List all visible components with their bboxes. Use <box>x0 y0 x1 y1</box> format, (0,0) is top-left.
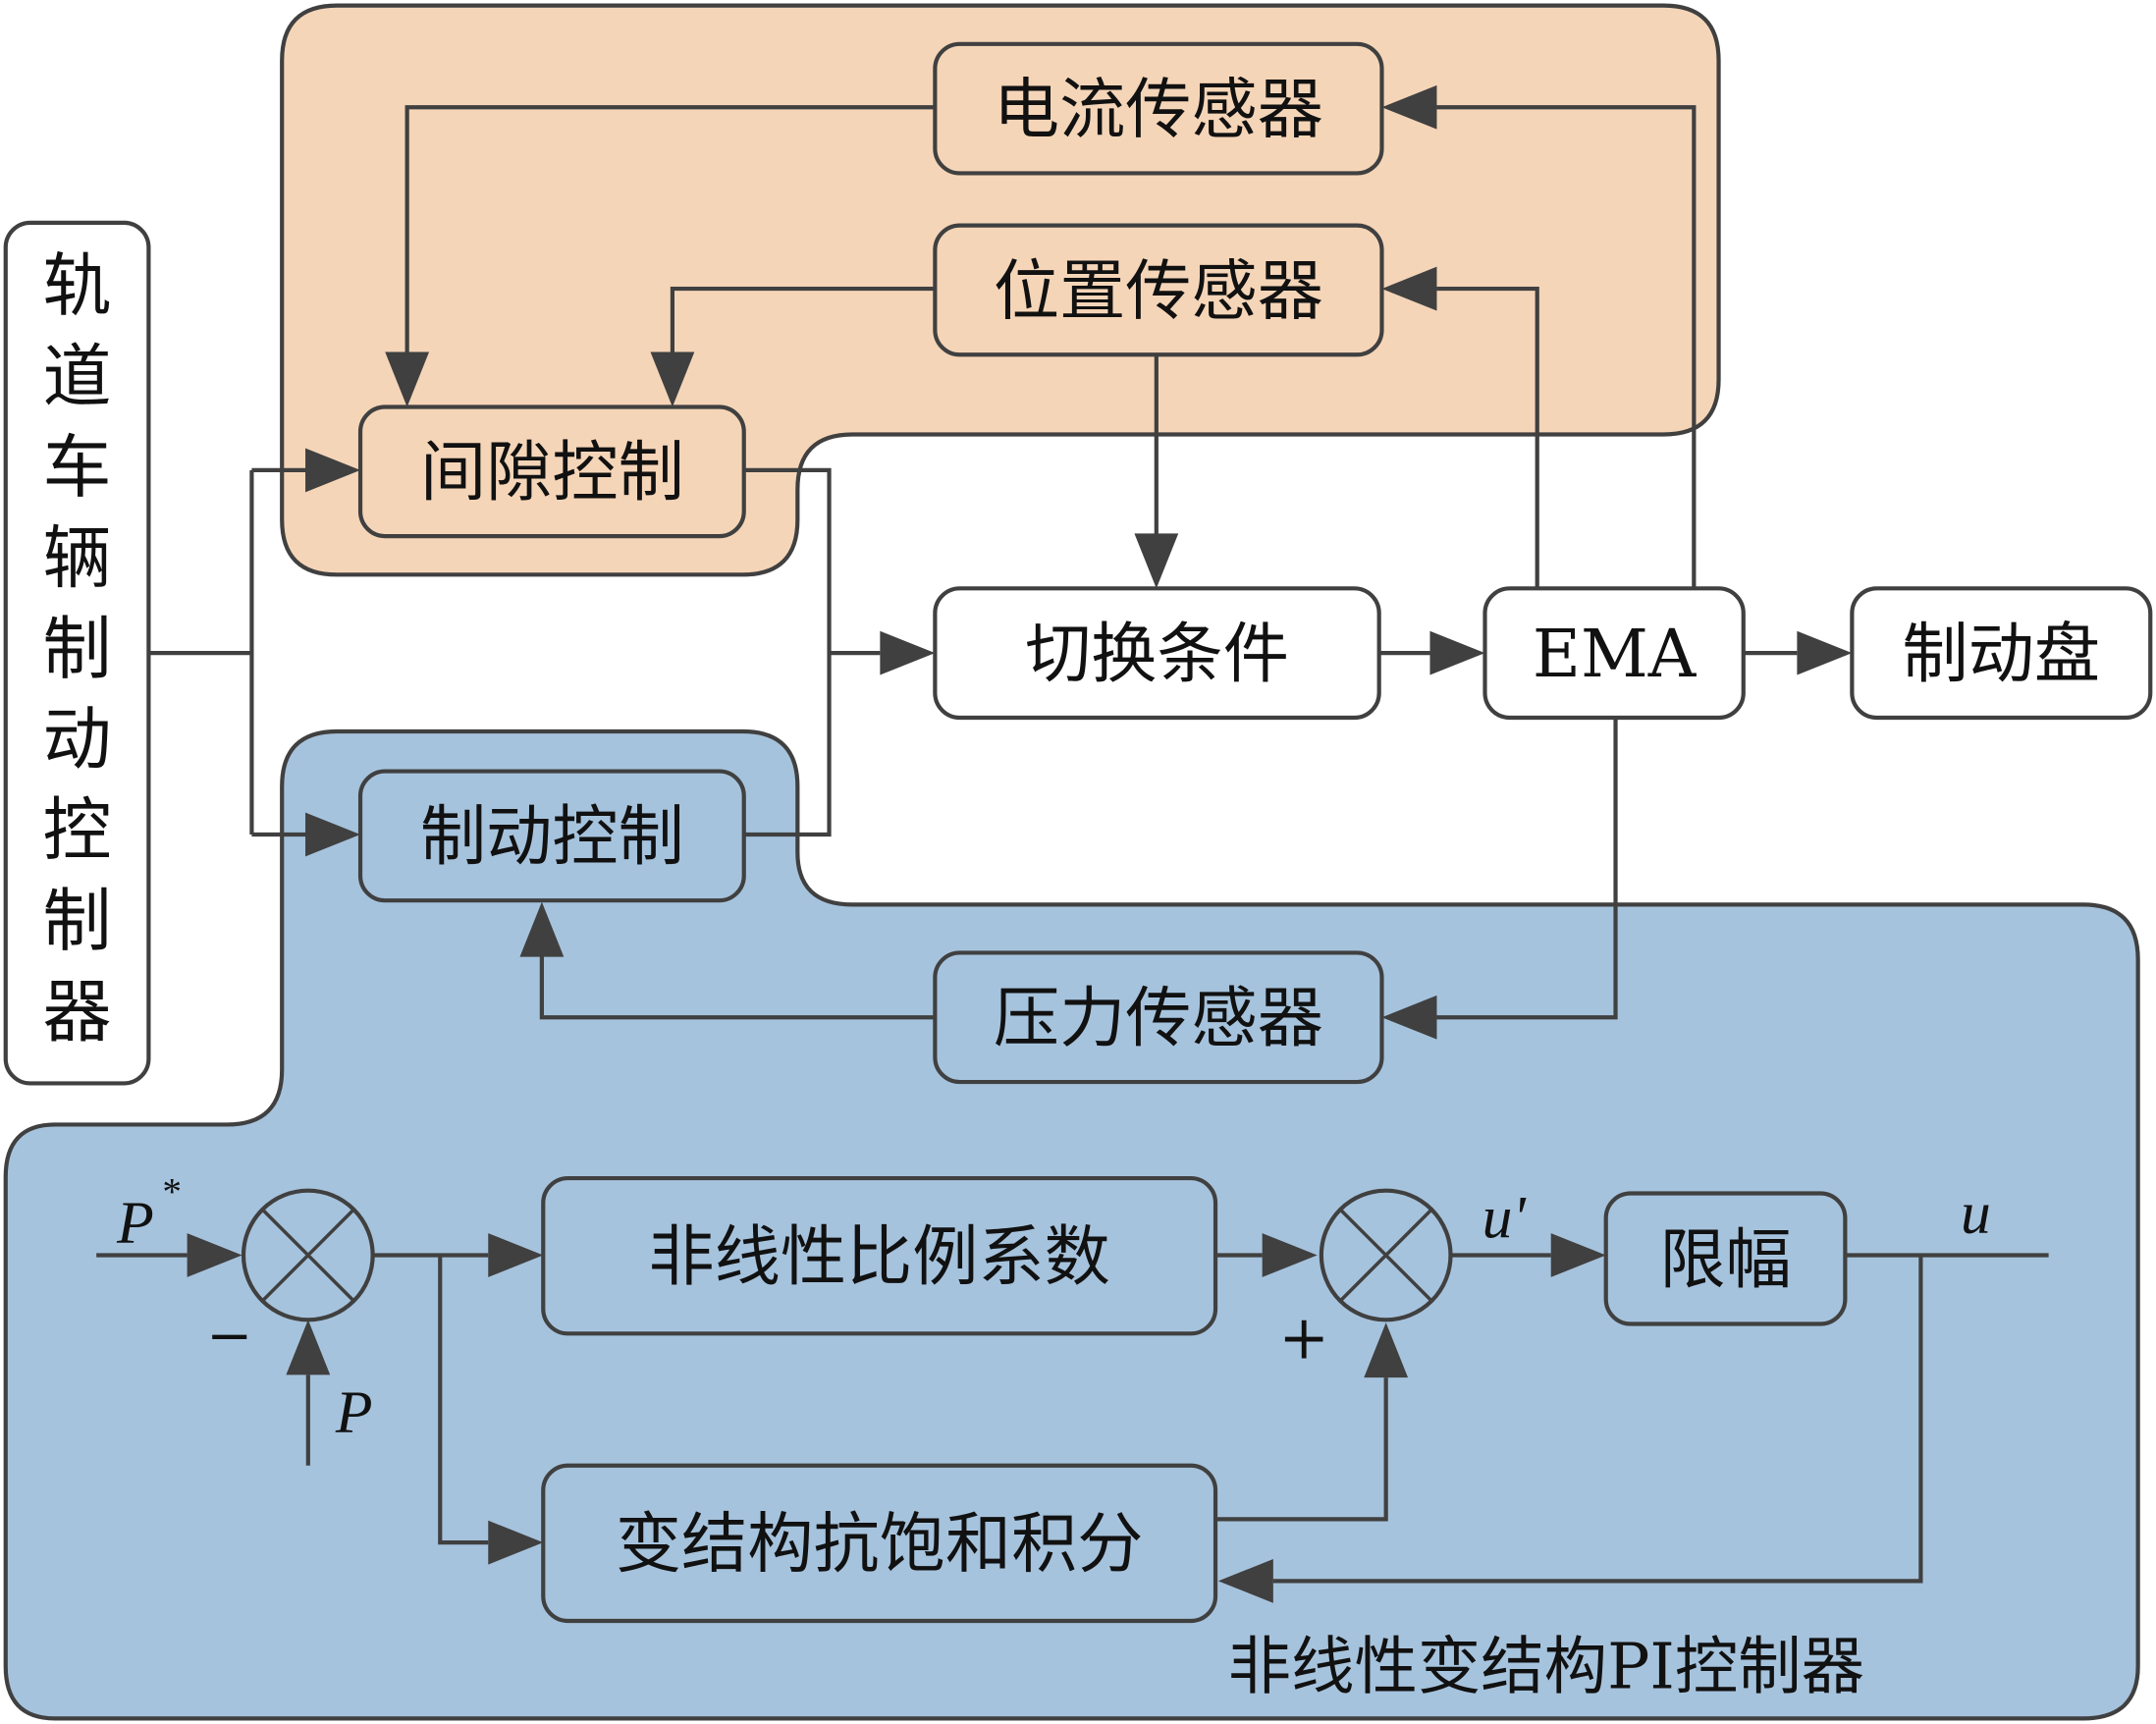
limiter-block-label: 限幅 <box>1659 1221 1791 1298</box>
pi-controller-group-label: 非线性变结构PI控制器 <box>1228 1631 1864 1704</box>
ema-block-label: EMA <box>1533 616 1698 692</box>
p-feedback-label: P <box>335 1379 373 1446</box>
arrow-to-current-sensor <box>1381 84 1437 130</box>
brake-disc-block: 制动盘 <box>1850 586 2153 721</box>
u-prime-label: u' <box>1482 1184 1528 1251</box>
switch-condition-block-label: 切换条件 <box>1025 616 1289 692</box>
nonlinear-gain-block: 非线性比例系数 <box>541 1175 1218 1336</box>
limiter-block: 限幅 <box>1603 1191 1848 1326</box>
controller-label-char: 制 <box>43 881 112 961</box>
controller-label-char: 轨 <box>43 245 112 326</box>
controller-label-char: 道 <box>43 336 112 416</box>
pressure-sensor-block-label: 压力传感器 <box>994 980 1323 1056</box>
summing-junction-1 <box>241 1188 375 1322</box>
controller-label-char: 器 <box>43 971 112 1051</box>
brake-control-block-label: 制动控制 <box>420 798 684 875</box>
arrow-position-to-switch <box>1134 533 1179 589</box>
arrow-pressure-to-brake <box>519 901 565 957</box>
arrow-pfb-in <box>286 1320 331 1375</box>
integral-block: 变结构抗饱和积分 <box>541 1463 1218 1624</box>
connections <box>96 105 2049 1584</box>
arrow-current-to-gap <box>385 351 430 407</box>
position-sensor-block-label: 位置传感器 <box>994 252 1323 329</box>
arrow-to-pressure-sensor <box>1381 995 1437 1040</box>
arrow-feedback-to-integral <box>1217 1558 1273 1603</box>
brake-disc-block-label: 制动盘 <box>1903 616 2101 692</box>
controller-label-char: 动 <box>43 699 112 780</box>
u-label: u <box>1961 1180 1991 1247</box>
gap-control-block: 间隙控制 <box>357 404 746 539</box>
arrow-to-integral <box>488 1520 544 1565</box>
pressure-sensor-block: 压力传感器 <box>933 950 1384 1085</box>
switch-condition-block: 切换条件 <box>933 586 1381 721</box>
arrow-integral-to-sum <box>1364 1322 1409 1378</box>
controller-label-char: 控 <box>43 790 112 871</box>
position-sensor-block: 位置传感器 <box>933 223 1384 357</box>
arrow-gain-to-sum <box>1262 1233 1318 1277</box>
p-ref-superscript: * <box>162 1171 182 1213</box>
arrowheads <box>187 84 1853 1603</box>
arrow-position-to-gap <box>650 351 695 407</box>
arrow-to-position-sensor <box>1381 266 1437 311</box>
ema-block: EMA <box>1482 586 1746 721</box>
controller-label-char: 制 <box>43 609 112 689</box>
controller-label-char: 辆 <box>43 517 112 598</box>
plus-sign: + <box>1278 1303 1329 1374</box>
current-sensor-block: 电流传感器 <box>933 41 1384 176</box>
arrow-to-gap-control <box>305 448 361 493</box>
arrow-to-switch <box>880 630 936 675</box>
arrow-to-ema <box>1429 630 1485 675</box>
summing-junction-2 <box>1319 1188 1453 1322</box>
current-sensor-block-label: 电流传感器 <box>994 71 1323 147</box>
arrow-to-limiter <box>1550 1233 1606 1277</box>
brake-disc-block-frame <box>1850 586 2153 721</box>
integral-block-label: 变结构抗饱和积分 <box>616 1506 1144 1583</box>
nonlinear-gain-block-label: 非线性比例系数 <box>648 1218 1109 1295</box>
switch-condition-block-frame <box>933 586 1381 721</box>
arrow-pref-in <box>187 1233 243 1277</box>
arrow-to-disc <box>1797 630 1853 675</box>
integral-block-frame <box>541 1463 1218 1624</box>
gap-control-block-label: 间隙控制 <box>420 434 684 511</box>
p-ref-label: P <box>116 1190 154 1257</box>
limiter-block-frame <box>1603 1191 1848 1326</box>
minus-sign: − <box>206 1304 252 1368</box>
arrow-to-brake-control <box>305 812 361 857</box>
arrow-to-gain <box>488 1233 544 1277</box>
controller-label-char: 车 <box>43 427 112 508</box>
brake-control-block: 制动控制 <box>357 769 746 903</box>
